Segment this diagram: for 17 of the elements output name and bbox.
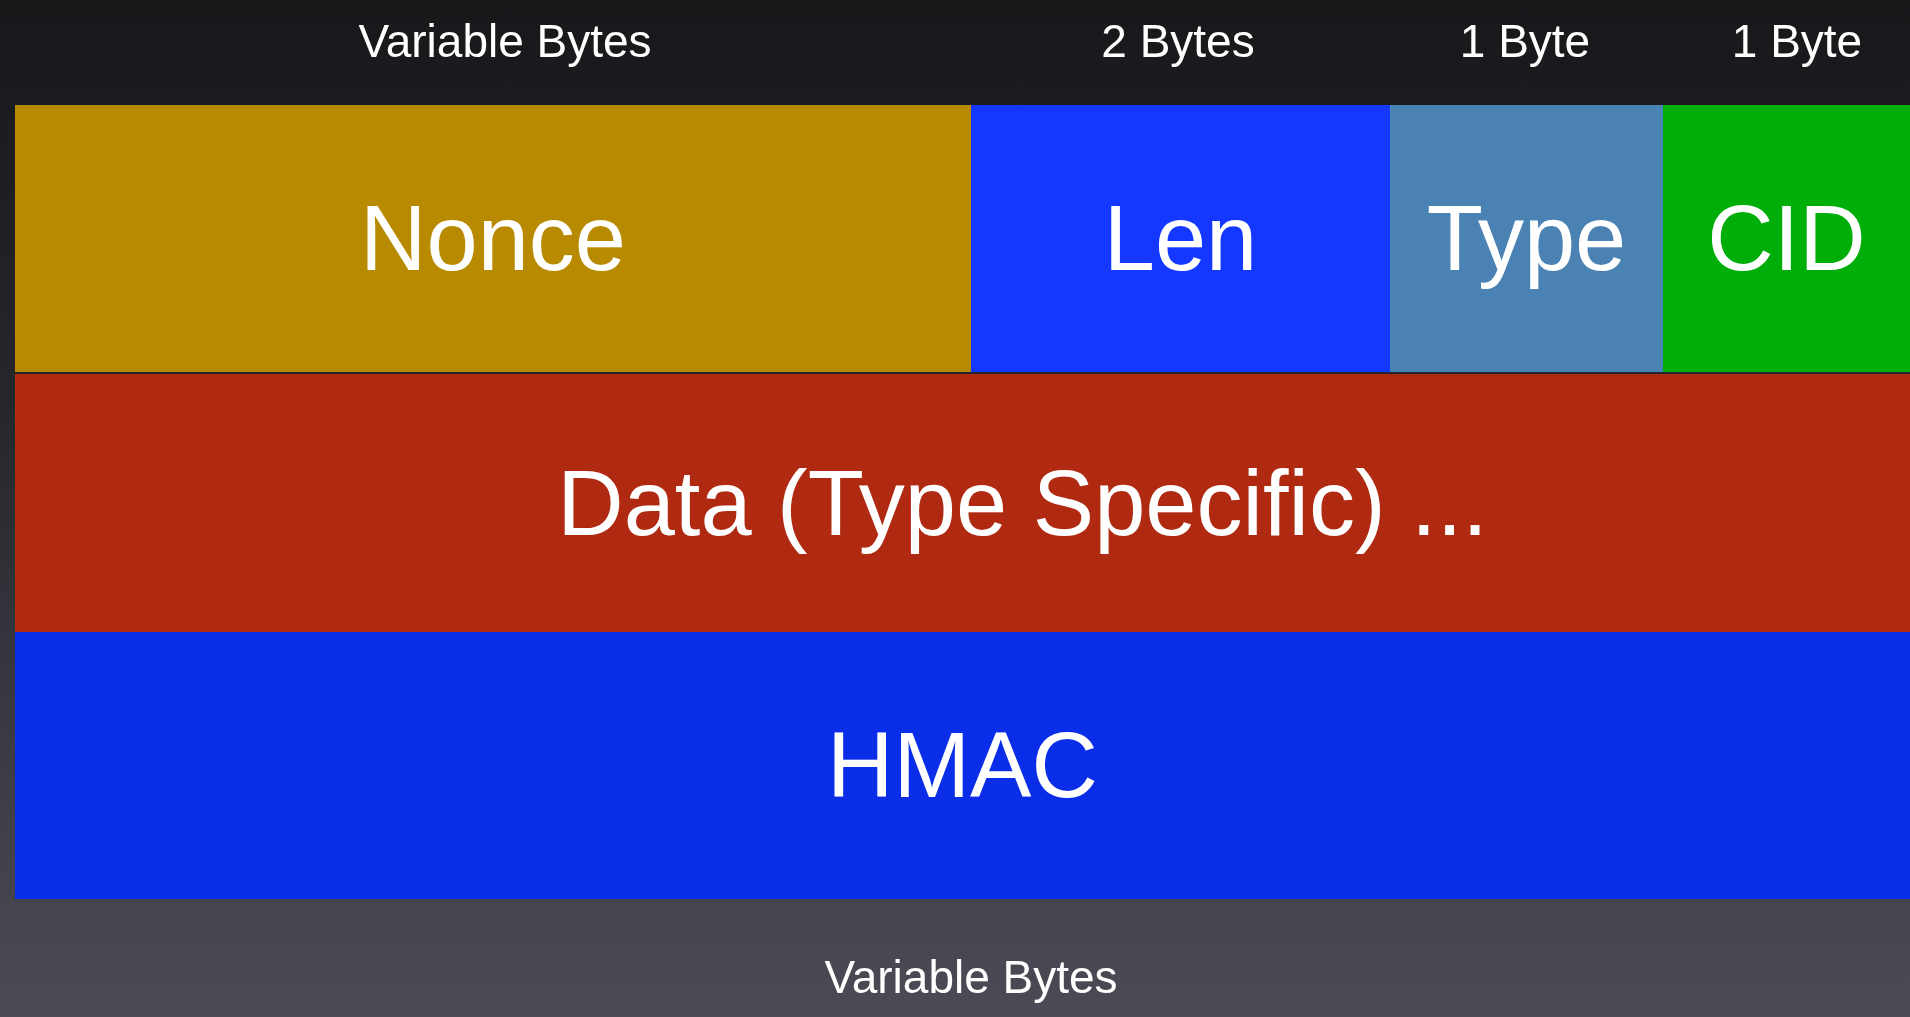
field-block [15, 374, 1910, 632]
field-block [1390, 105, 1663, 372]
field-block [1663, 105, 1910, 372]
field-block [15, 632, 1910, 899]
field-block [971, 105, 1390, 372]
size-label: 1 Byte [1459, 14, 1591, 68]
size-label: Variable Bytes [358, 14, 652, 68]
field-name: Len [1103, 186, 1258, 291]
field-name: Data (Type Specific) ... [557, 450, 1488, 556]
size-label: 2 Bytes [1101, 14, 1255, 68]
field-name: Type [1426, 186, 1627, 291]
size-label: Variable Bytes [824, 950, 1118, 1004]
field-block [15, 105, 971, 372]
field-name: CID [1707, 186, 1866, 291]
field-name: HMAC [827, 713, 1098, 818]
field-name: Nonce [360, 186, 626, 291]
size-label: 1 Byte [1731, 14, 1863, 68]
